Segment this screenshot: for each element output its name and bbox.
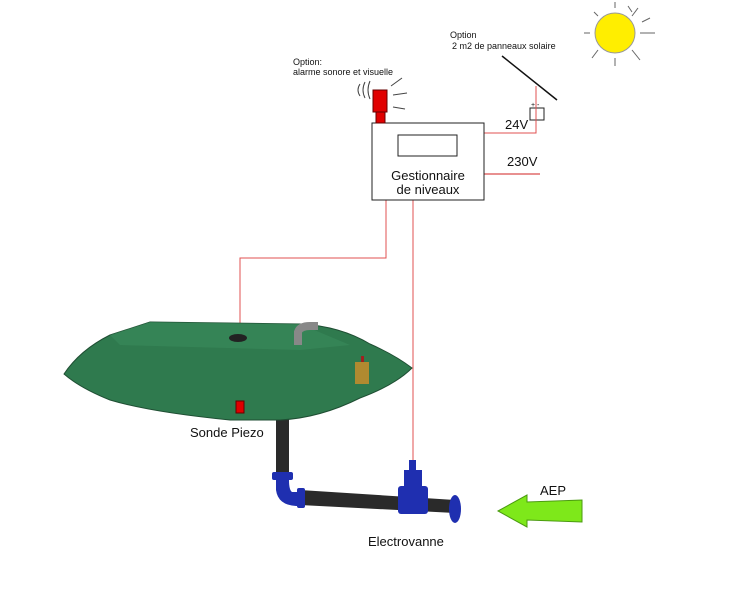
alarm-option-title: Option: <box>293 57 322 67</box>
controller-label-2: de niveaux <box>397 182 460 197</box>
pipework <box>272 418 461 523</box>
water-tank <box>63 321 413 421</box>
valve-label: Electrovanne <box>368 534 444 549</box>
voltage-230-label: 230V <box>507 154 538 169</box>
alarm-icon <box>357 77 408 124</box>
solar-option-title: Option <box>450 30 477 40</box>
sensor-label: Sonde Piezo <box>190 425 264 440</box>
voltage-24-label: 24V <box>505 117 528 132</box>
controller-display <box>397 134 458 157</box>
level-controller <box>371 122 485 201</box>
solar-option-desc: 2 m2 de panneaux solaire <box>452 41 556 51</box>
solar-panel <box>501 55 558 101</box>
alarm-option-desc: alarme sonore et visuelle <box>293 67 393 77</box>
battery-icon <box>529 107 545 121</box>
sensor-icon <box>235 400 245 414</box>
inlet-label: AEP <box>540 483 566 498</box>
inlet-arrow-icon <box>496 494 583 528</box>
electrovanne-icon <box>398 460 428 514</box>
sun-icon <box>584 2 655 66</box>
controller-label-1: Gestionnaire <box>391 168 465 183</box>
